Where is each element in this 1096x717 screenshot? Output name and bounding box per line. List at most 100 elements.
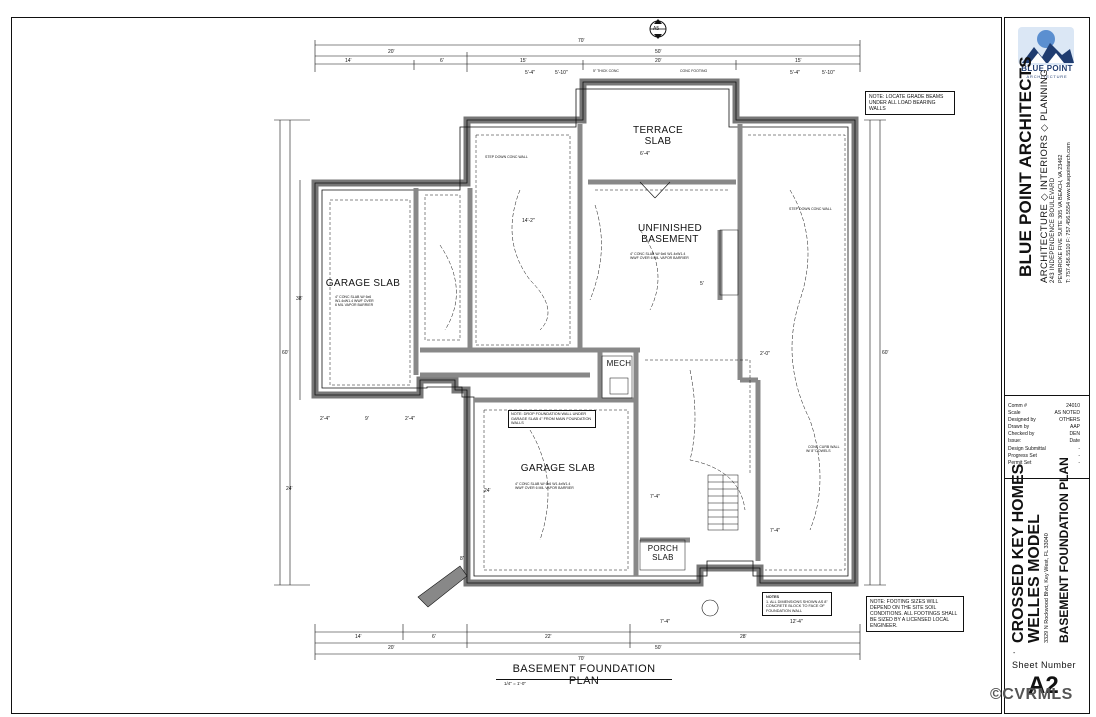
info-value: - — [1078, 453, 1080, 459]
dim-overall-top: 70' — [578, 38, 585, 44]
svg-text:4" CONC SLAB W/ 6x6 W1.4xW1.4: 4" CONC SLAB W/ 6x6 W1.4xW1.4 — [630, 252, 685, 256]
svg-text:STEP DOWN CONC WALL: STEP DOWN CONC WALL — [789, 207, 832, 211]
svg-text:4" CONC SLAB W/ 6x6: 4" CONC SLAB W/ 6x6 — [335, 295, 371, 299]
title-block — [1004, 17, 1090, 714]
svg-text:6': 6' — [440, 58, 444, 64]
svg-text:WWF OVER 6 MIL VAPOR BARRIER: WWF OVER 6 MIL VAPOR BARRIER — [515, 486, 574, 490]
note-frost-wall: NOTE: DROP FOUNDATION WALL UNDER GARAGE … — [508, 410, 596, 428]
svg-text:7'-4": 7'-4" — [650, 494, 660, 500]
svg-text:W1.4xW1.4 WWF OVER: W1.4xW1.4 WWF OVER — [335, 299, 374, 303]
dim-left-height: 60' — [282, 350, 289, 356]
project-address: 3329 N Rockwood Blvd, Key West, FL 33040 — [1044, 533, 1050, 643]
firm-logo — [1018, 27, 1074, 65]
svg-text:24': 24' — [484, 488, 491, 494]
svg-text:5'-10": 5'-10" — [555, 70, 568, 76]
dim-top-left: 20' — [388, 49, 395, 55]
room-label-porch: PORCH SLAB — [647, 544, 679, 562]
stair — [707, 474, 739, 531]
revision-dash: - — [1013, 650, 1016, 657]
info-row: Progress Set - — [1008, 453, 1080, 459]
info-row: Comm # 24010 — [1008, 403, 1080, 409]
svg-text:7'-4": 7'-4" — [660, 619, 670, 625]
dim-b4: 28' — [740, 634, 747, 640]
svg-text:5'-4": 5'-4" — [790, 70, 800, 76]
dim-b1: 14' — [355, 634, 362, 640]
info-row: Drawn by AAP — [1008, 424, 1080, 430]
svg-text:5': 5' — [700, 281, 704, 287]
info-value: DEN — [1069, 431, 1080, 437]
info-value: - — [1078, 446, 1080, 452]
section-marker — [649, 19, 667, 39]
section-marker-label: A5 — [653, 26, 660, 32]
room-label-garage-center: GARAGE SLAB — [520, 463, 596, 474]
watermark: ©CVRMLS — [990, 686, 1073, 703]
sheet-number: A2 — [1028, 672, 1059, 699]
svg-text:15': 15' — [520, 58, 527, 64]
info-label: Designed by — [1008, 417, 1036, 423]
sheet-title: BASEMENT FOUNDATION PLAN — [1057, 457, 1071, 643]
svg-text:24': 24' — [286, 486, 293, 492]
firm-services: ARCHITECTURE ◇ INTERIORS ◇ PLANNING — [1039, 69, 1050, 283]
drawing-border — [11, 17, 1002, 714]
dim-bottom-left: 20' — [388, 645, 395, 651]
notes-box: NOTES 1. ALL DIMENSIONS SHOWN AS 8" CONC… — [762, 592, 832, 616]
svg-text:2'-0": 2'-0" — [760, 351, 770, 357]
dim-b3: 22' — [545, 634, 552, 640]
info-value: - — [1078, 460, 1080, 466]
firm-name: BLUE POINT ARCHITECTS — [1016, 56, 1035, 277]
info-value: Date — [1069, 438, 1080, 444]
project-name-2: WELLES MODEL — [1026, 514, 1043, 643]
dim-bottom-right: 50' — [655, 645, 662, 651]
info-value: AAP — [1069, 424, 1080, 430]
dim-right-height: 60' — [882, 350, 889, 356]
info-label: Scale — [1008, 410, 1021, 416]
room-label-garage-left: GARAGE SLAB — [325, 278, 401, 289]
svg-text:12'-4": 12'-4" — [790, 619, 803, 625]
dim-b2: 6' — [432, 634, 436, 640]
svg-text:5" THICK CONC: 5" THICK CONC — [593, 69, 619, 73]
info-label: Permit Set — [1008, 460, 1032, 466]
svg-text:20': 20' — [655, 58, 662, 64]
svg-text:6'-4": 6'-4" — [640, 151, 650, 157]
info-label: Drawn by — [1008, 424, 1030, 430]
svg-text:CONC FOOTING: CONC FOOTING — [680, 69, 707, 73]
svg-text:CONC CURB WALL: CONC CURB WALL — [808, 445, 840, 449]
room-label-unfinished-basement: UNFINISHED BASEMENT — [637, 223, 703, 245]
firm-address-3: T: 757.456.5510 F: 757.456.5554 www.blue… — [1066, 142, 1072, 283]
room-label-terrace: TERRACE SLAB — [633, 125, 683, 147]
svg-text:W/ 8" DOWELS: W/ 8" DOWELS — [806, 449, 831, 453]
info-row: Permit Set - — [1008, 460, 1080, 466]
svg-text:STEP DOWN CONC WALL: STEP DOWN CONC WALL — [485, 155, 528, 159]
svg-text:15': 15' — [795, 58, 802, 64]
svg-text:2'-4": 2'-4" — [320, 416, 330, 422]
svg-text:5'-10": 5'-10" — [822, 70, 835, 76]
firm-address-1: 243 INDEPENDENCE BOULEVARD — [1050, 177, 1056, 283]
info-label: Comm # — [1008, 403, 1027, 409]
notes-title: NOTES — [766, 595, 780, 599]
room-label-mech: MECH — [606, 359, 632, 368]
info-label: Design Submittal — [1008, 446, 1046, 452]
svg-text:4" CONC SLAB W/ 6x6 W1.4xW1.4: 4" CONC SLAB W/ 6x6 W1.4xW1.4 — [515, 482, 570, 486]
note-grade-beams: NOTE: LOCATE GRADE BEAMS UNDER ALL LOAD … — [865, 91, 955, 115]
svg-text:8': 8' — [460, 556, 464, 562]
title-block-divider — [1004, 478, 1090, 479]
svg-text:14'-2": 14'-2" — [522, 218, 535, 224]
info-label: Progress Set — [1008, 453, 1037, 459]
svg-text:38': 38' — [296, 296, 303, 302]
svg-text:5'-4": 5'-4" — [525, 70, 535, 76]
plan-title: BASEMENT FOUNDATION PLAN — [496, 663, 672, 687]
info-label: Issue: — [1008, 438, 1022, 444]
logo-sub: ARCHITECTURE — [1026, 74, 1068, 79]
foundation-plan-drawing: 14' 6' 15' 20' 15' 5'-4" 5'-10" 5'-4" 5'… — [274, 19, 886, 660]
svg-text:2'-4": 2'-4" — [405, 416, 415, 422]
notes-item: 1. ALL DIMENSIONS SHOWN AS 8" CONCRETE B… — [766, 599, 828, 613]
logo-name: BLUE POINT — [1021, 64, 1073, 73]
firm-address-2: PEMBROKE FIVE SUITE 305 VA BEACH, VA 234… — [1058, 154, 1064, 284]
plan-scale: 1/4" = 1'-0" — [504, 681, 526, 686]
info-row: Design Submittal - — [1008, 446, 1080, 452]
info-value: 24010 — [1066, 403, 1080, 409]
svg-text:WWF OVER 6 MIL VAPOR BARRIER: WWF OVER 6 MIL VAPOR BARRIER — [630, 256, 689, 260]
